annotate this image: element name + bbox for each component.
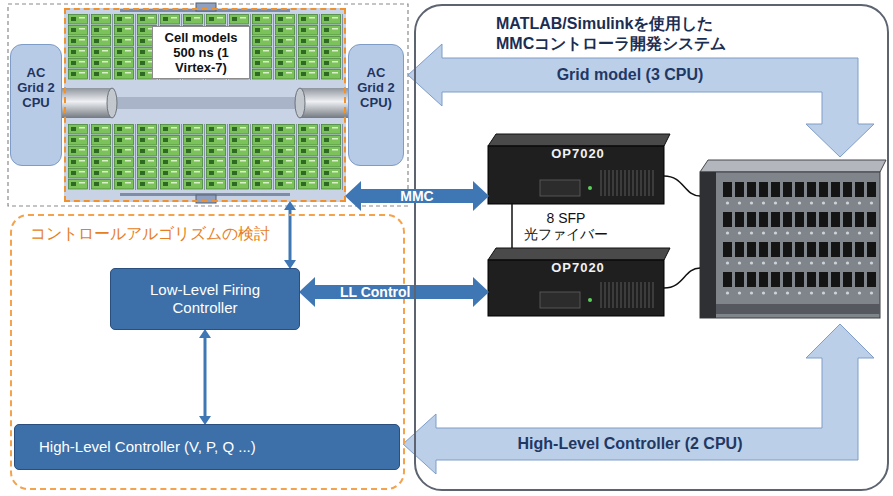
fiber-cable	[664, 176, 700, 196]
device-panel	[540, 180, 580, 196]
ac-bus	[100, 97, 312, 109]
device-top	[488, 134, 670, 146]
node-text: Cell models 500 ns (1 Virtex-7)	[152, 26, 250, 79]
block-arrow	[408, 44, 874, 157]
system-region: MATLAB/Simulinkを使用した MMCコントローラ開発システム OP70…	[414, 4, 889, 491]
connector	[315, 285, 473, 299]
label-holder: 8 SFP 光ファイバー	[520, 210, 612, 242]
algorithm-region: コントロールアルゴリズムの検討 Low-Level Firing Controll…	[10, 214, 405, 490]
fiber-cable	[664, 268, 700, 288]
annotation-label: 8 SFP 光ファイバー	[520, 210, 612, 242]
connector	[289, 210, 292, 260]
cable-end	[107, 88, 117, 118]
device-top	[488, 248, 670, 260]
controller-box: High-Level Controller (V, P, Q ...)	[14, 424, 400, 470]
node-text: OP7020	[488, 146, 668, 161]
node-text: High-Level Controller (V, P, Q ...)	[39, 438, 256, 456]
edge-label: LL Control	[337, 285, 414, 299]
annotation-label: Grid model (3 CPU)	[557, 66, 704, 84]
label-holder: Grid model (3 CPU)	[557, 66, 704, 84]
grid-box: AC Grid 2 CPU	[10, 44, 62, 166]
cable-end	[295, 88, 305, 118]
block-arrow	[403, 324, 874, 474]
node-text: AC Grid 2 CPU	[15, 65, 57, 110]
rack-strip	[716, 304, 880, 314]
cell-array: Cell models 500 ns (1 Virtex-7)	[64, 8, 346, 202]
node-text: AC Grid 2 CPU)	[353, 65, 399, 110]
edge-label-holder: LL Control	[337, 285, 414, 299]
edge-label-holder: MMC	[397, 189, 436, 203]
simulator-unit: OP7020	[488, 134, 668, 204]
edge-label: MMC	[397, 189, 436, 203]
device-led	[588, 298, 592, 302]
node-text: Low-Level Firing Controller	[119, 281, 291, 317]
controller-box: Low-Level Firing Controller	[110, 268, 300, 330]
device-led	[588, 186, 592, 190]
simulator-unit: OP7020	[488, 248, 668, 316]
rack-side	[700, 172, 716, 318]
label-holder: High-Level Controller (2 CPU)	[518, 435, 743, 453]
device-vent	[600, 170, 656, 196]
node-text: コントロールアルゴリズムの検討	[30, 224, 270, 244]
connector	[361, 189, 473, 203]
connector	[204, 338, 207, 416]
device-vent	[600, 282, 656, 308]
connector	[511, 204, 513, 248]
simulator-boundary	[8, 4, 408, 206]
grid-box: AC Grid 2 CPU)	[348, 44, 404, 166]
rack-chassis	[700, 172, 880, 318]
cell-modules	[68, 124, 344, 190]
device-panel	[540, 292, 580, 308]
rack-ports	[722, 180, 878, 300]
cell-modules	[68, 14, 344, 80]
rack-top	[700, 160, 886, 172]
annotation-label: High-Level Controller (2 CPU)	[518, 435, 743, 453]
node-text: MATLAB/Simulinkを使用した MMCコントローラ開発システム	[496, 14, 758, 54]
node-text: OP7020	[488, 260, 668, 275]
